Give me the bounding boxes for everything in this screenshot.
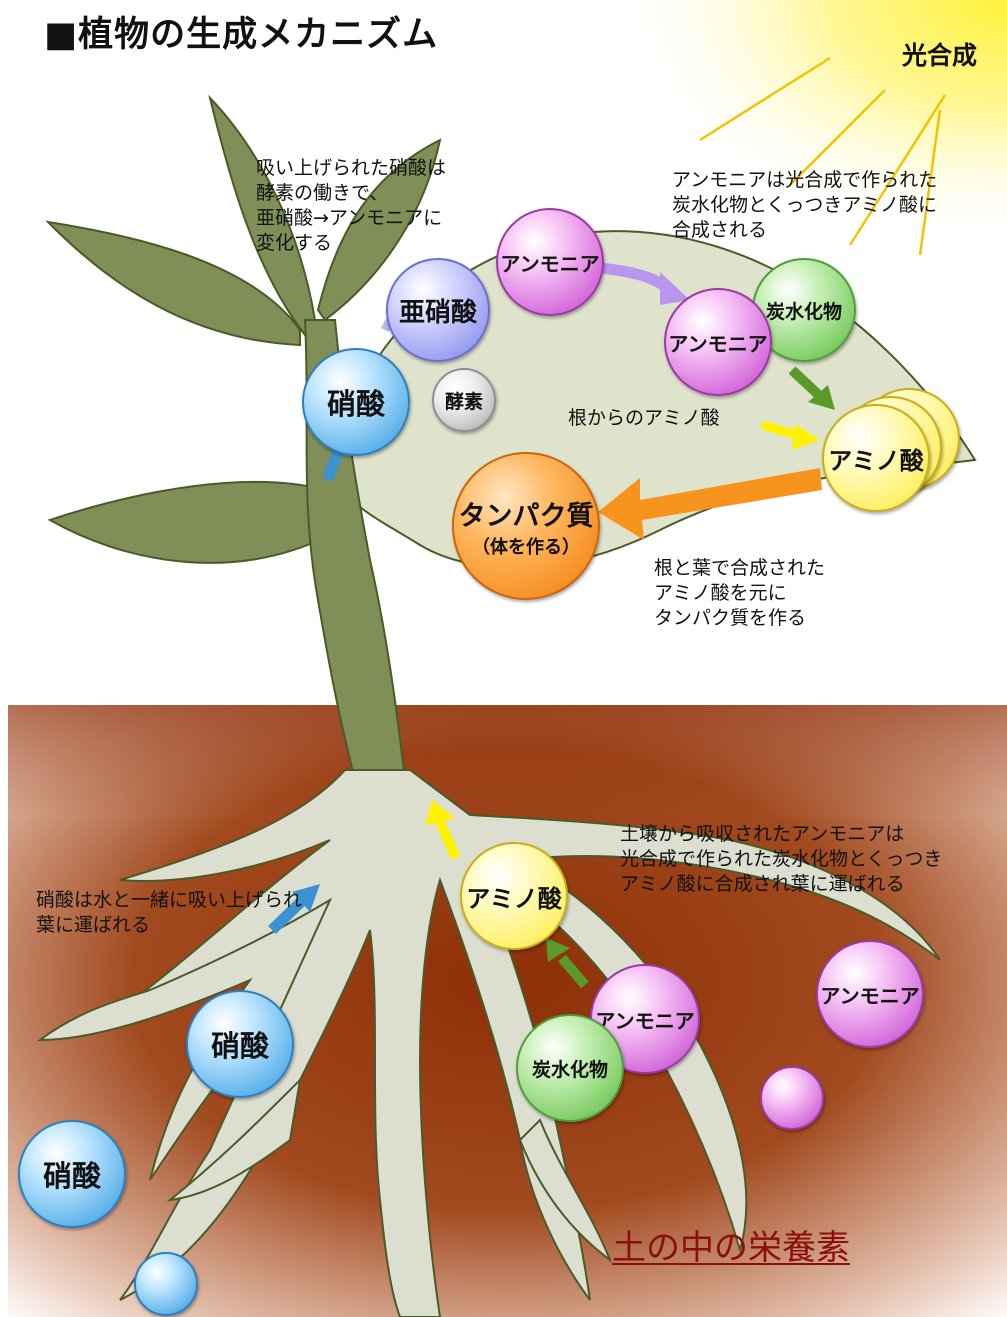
- arrow-orange: [598, 468, 822, 540]
- ball-nitrate-leaf: 硝酸: [302, 348, 410, 456]
- ball-ammonia-leaf: アンモニア: [664, 288, 772, 396]
- ball-ammonia-soil: アンモニア: [816, 940, 924, 1048]
- soil-nutrients-label: 土の中の栄養素: [612, 1228, 850, 1268]
- leaf-lower-left: [47, 480, 332, 564]
- note-enzyme: 吸い上げられた硝酸は 酵素の働きで、 亜硝酸→アンモニアに 変化する: [256, 157, 447, 254]
- sun-rays: [699, 56, 947, 256]
- arrow-blue-root: [268, 894, 309, 934]
- leaf-top: [208, 94, 317, 337]
- photosynthesis-label: 光合成: [901, 41, 977, 70]
- arrow-green-leaf: [788, 366, 826, 402]
- arrow-yellow-root: [435, 819, 461, 861]
- note-protein: 根と葉で合成された アミノ酸を元に タンパク質を作る: [654, 557, 826, 629]
- ball-protein: タンパク質 （体を作る）: [452, 452, 600, 600]
- arrow-yellow-leaf: [760, 420, 802, 441]
- ball-ammonia-small: [760, 1066, 824, 1130]
- note-nitrate-water: 硝酸は水と一緒に吸い上げられ 葉に運ばれる: [36, 889, 303, 936]
- note-soil-ammonia: 土壌から吸収されたアンモニアは 光合成で作られた炭水化物とくっつき アミノ酸に合…: [620, 823, 943, 895]
- arrow-green-root: [558, 954, 589, 989]
- ball-amino-leaf: アミノ酸: [822, 404, 930, 512]
- soil-top-band: [8, 705, 1007, 815]
- ball-enzyme: 酵素: [432, 368, 496, 432]
- note-leaf-synthesis: アンモニアは光合成で作られた 炭水化物とくっつきアミノ酸に 合成される: [672, 169, 938, 241]
- ball-carbohydrate-root: 炭水化物: [516, 1014, 624, 1122]
- note-root-amino: 根からのアミノ酸: [568, 407, 720, 429]
- page-title: ■植物の生成メカニズム: [44, 15, 439, 55]
- leaf-upper-left: [45, 220, 301, 347]
- ball-amino-root: アミノ酸: [460, 842, 568, 950]
- ball-ammonia-top: アンモニア: [496, 208, 604, 316]
- ball-nitrate-soil: 硝酸: [18, 1120, 126, 1228]
- ball-nitrate-root: 硝酸: [186, 990, 294, 1098]
- ball-nitrate-small: [134, 1252, 198, 1316]
- leaf-top-right: [316, 138, 442, 322]
- arrow-purple-head: [660, 272, 690, 305]
- ball-nitrite: 亜硝酸: [386, 258, 490, 362]
